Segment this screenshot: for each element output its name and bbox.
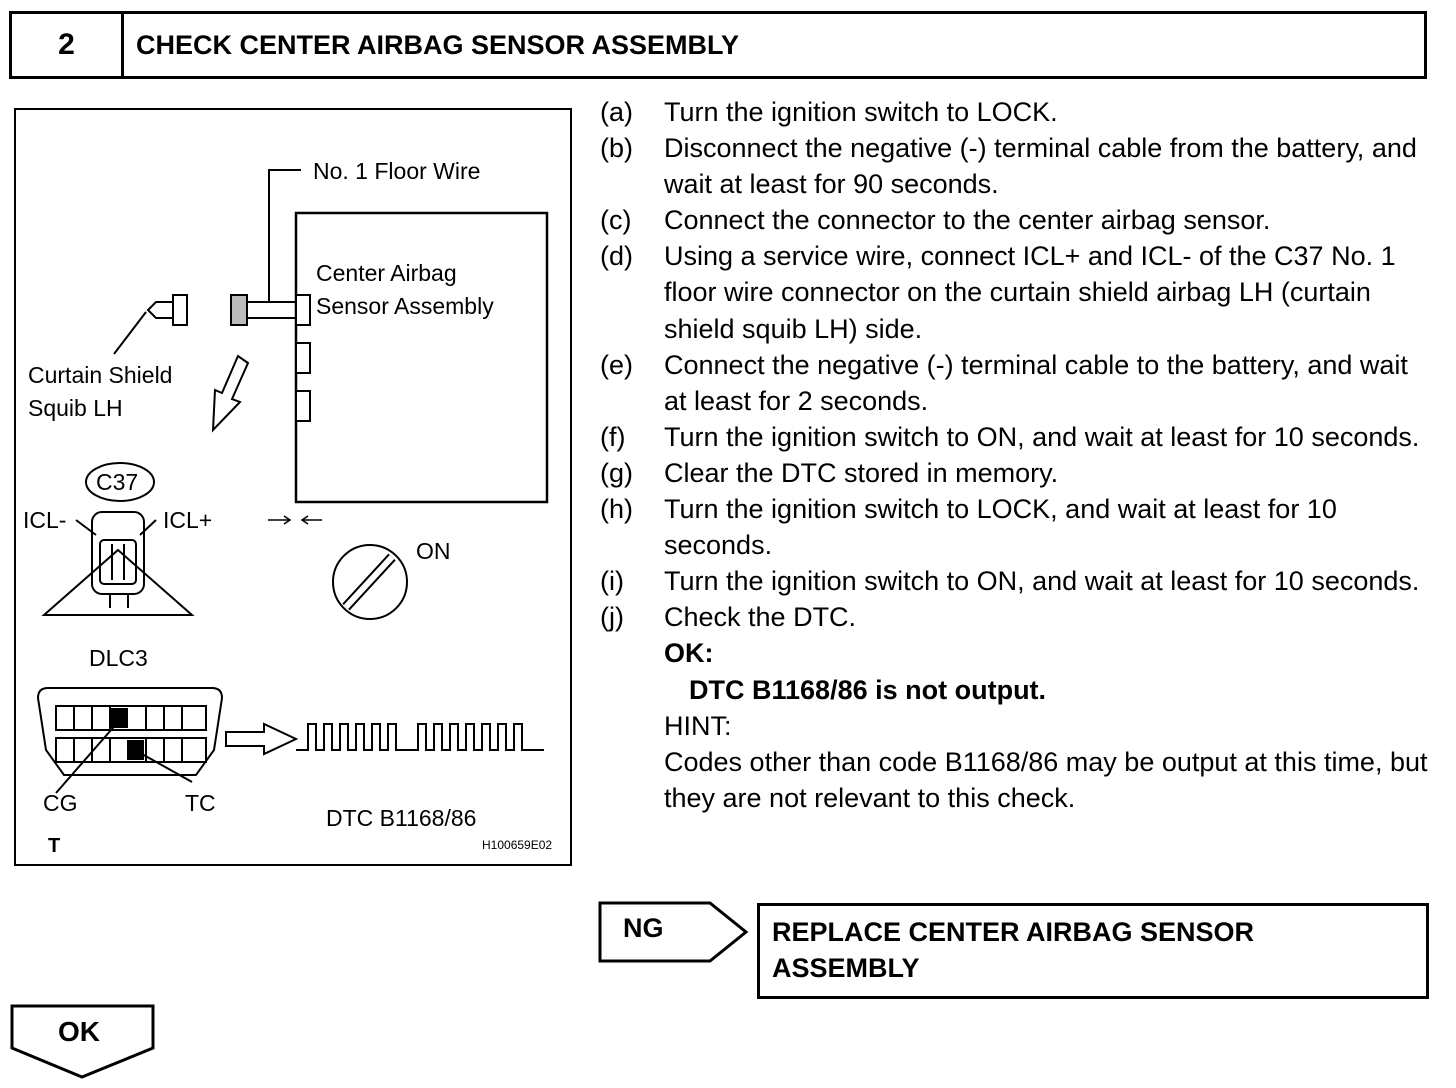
ng-action-line2: ASSEMBLY bbox=[772, 953, 920, 983]
connector-c37-oval bbox=[85, 462, 155, 502]
sensor-connector-3 bbox=[295, 390, 311, 422]
step-text: Turn the ignition switch to ON, and wait… bbox=[664, 421, 1420, 452]
step-text: Clear the DTC stored in memory. bbox=[664, 457, 1059, 488]
cg-label: CG bbox=[43, 790, 78, 816]
ng-action-line1: REPLACE CENTER AIRBAG SENSOR bbox=[772, 917, 1255, 947]
ng-action-box: REPLACE CENTER AIRBAG SENSOR ASSEMBLY bbox=[757, 903, 1429, 999]
step-text: Disconnect the negative (-) terminal cab… bbox=[664, 133, 1417, 200]
cg-leader bbox=[55, 721, 119, 794]
right-arrow-icon bbox=[225, 722, 299, 756]
icl-plus-label: ICL+ bbox=[163, 507, 213, 533]
hint-text: Codes other than code B1168/86 may be ou… bbox=[664, 746, 1428, 813]
ok-arrow-shape bbox=[10, 1004, 155, 1079]
ignition-switch-icon bbox=[332, 544, 408, 620]
expected-result: OK: DTC B1168/86 is not output. HINT: Co… bbox=[600, 635, 1430, 815]
step-text: Check the DTC. bbox=[664, 602, 857, 633]
step-letter: (f) bbox=[600, 421, 626, 452]
dlc3-label: DLC3 bbox=[89, 645, 148, 671]
step-item: (c) Connect the connector to the center a… bbox=[600, 202, 1430, 238]
step-text: Turn the ignition switch to ON, and wait… bbox=[664, 566, 1420, 597]
sensor-label-line1: Center Airbag bbox=[316, 260, 457, 286]
step-letter: (a) bbox=[600, 97, 633, 127]
step-text: Connect the connector to the center airb… bbox=[664, 205, 1271, 236]
tc-leader bbox=[141, 753, 193, 783]
step-item: (e) Connect the negative (-) terminal cab… bbox=[600, 347, 1430, 419]
floor-wire-label: No. 1 Floor Wire bbox=[313, 158, 481, 184]
connector-c37 bbox=[91, 511, 145, 595]
step-item: (d) Using a service wire, connect ICL+ an… bbox=[600, 238, 1430, 346]
tc-label: TC bbox=[185, 790, 216, 816]
sensor-connector-2 bbox=[295, 342, 311, 374]
step-letter: (e) bbox=[600, 349, 633, 380]
service-wire-loop bbox=[41, 548, 195, 616]
figure-drawing bbox=[36, 169, 549, 794]
dlc3-connector bbox=[36, 687, 224, 776]
blink-waveform bbox=[296, 723, 544, 751]
step-text: Turn the ignition switch to LOCK. bbox=[664, 97, 1058, 127]
step-header: 2 CHECK CENTER AIRBAG SENSOR ASSEMBLY bbox=[9, 11, 1427, 79]
sensor-assembly-box bbox=[294, 211, 549, 504]
ok-result-label: OK: bbox=[664, 638, 714, 669]
step-item: (f) Turn the ignition switch to ON, and w… bbox=[600, 419, 1430, 455]
step-title: CHECK CENTER AIRBAG SENSOR ASSEMBLY bbox=[136, 29, 740, 60]
step-letter: (i) bbox=[600, 566, 624, 597]
t-label: T bbox=[48, 835, 61, 857]
dtc-label: DTC B1168/86 bbox=[326, 805, 477, 831]
step-letter: (b) bbox=[600, 133, 633, 164]
procedure-steps: (a) Turn the ignition switch to LOCK. (b)… bbox=[600, 94, 1430, 816]
hint-label: HINT: bbox=[664, 710, 732, 741]
step-number: 2 bbox=[12, 14, 124, 76]
step-text: Turn the ignition switch to LOCK, and wa… bbox=[664, 494, 1337, 561]
sensor-connector-1 bbox=[295, 294, 311, 326]
step-item: (j) Check the DTC. bbox=[600, 599, 1430, 635]
step-item: (i) Turn the ignition switch to ON, and w… bbox=[600, 563, 1430, 599]
step-letter: (h) bbox=[600, 494, 633, 525]
squib-leader bbox=[113, 311, 147, 355]
step-text: Using a service wire, connect ICL+ and I… bbox=[664, 241, 1396, 344]
floor-wire-leader bbox=[268, 169, 301, 302]
floor-wire-connector bbox=[230, 294, 248, 326]
ng-label: NG bbox=[623, 913, 664, 943]
sensor-label-line2: Sensor Assembly bbox=[316, 293, 494, 319]
step-letter: (g) bbox=[600, 457, 633, 488]
icl-minus-label: ICL- bbox=[23, 507, 67, 533]
wiring-figure: No. 1 Floor Wire Center Airbag Sensor As… bbox=[14, 108, 572, 866]
squib-connector bbox=[172, 294, 188, 326]
squib-label-line2: Squib LH bbox=[28, 395, 123, 421]
step-text: Connect the negative (-) terminal cable … bbox=[664, 349, 1408, 416]
ok-result-text: DTC B1168/86 is not output. bbox=[689, 674, 1047, 705]
step-letter: (j) bbox=[600, 602, 624, 633]
ng-arrow-shape bbox=[598, 901, 749, 963]
step-item: (g) Clear the DTC stored in memory. bbox=[600, 455, 1430, 491]
step-item: (h) Turn the ignition switch to LOCK, and… bbox=[600, 491, 1430, 563]
figure-id: H100659E02 bbox=[482, 838, 553, 852]
ok-label: OK bbox=[58, 1016, 100, 1047]
step-item: (a) Turn the ignition switch to LOCK. bbox=[600, 94, 1430, 130]
connector-c37-label: C37 bbox=[96, 469, 139, 495]
down-arrow-icon bbox=[211, 354, 250, 433]
switch-on-label: ON bbox=[416, 538, 451, 564]
step-item: (b) Disconnect the negative (-) terminal … bbox=[600, 130, 1430, 202]
step-letter: (d) bbox=[600, 241, 633, 272]
step-letter: (c) bbox=[600, 205, 632, 236]
squib-label-line1: Curtain Shield bbox=[28, 362, 173, 388]
